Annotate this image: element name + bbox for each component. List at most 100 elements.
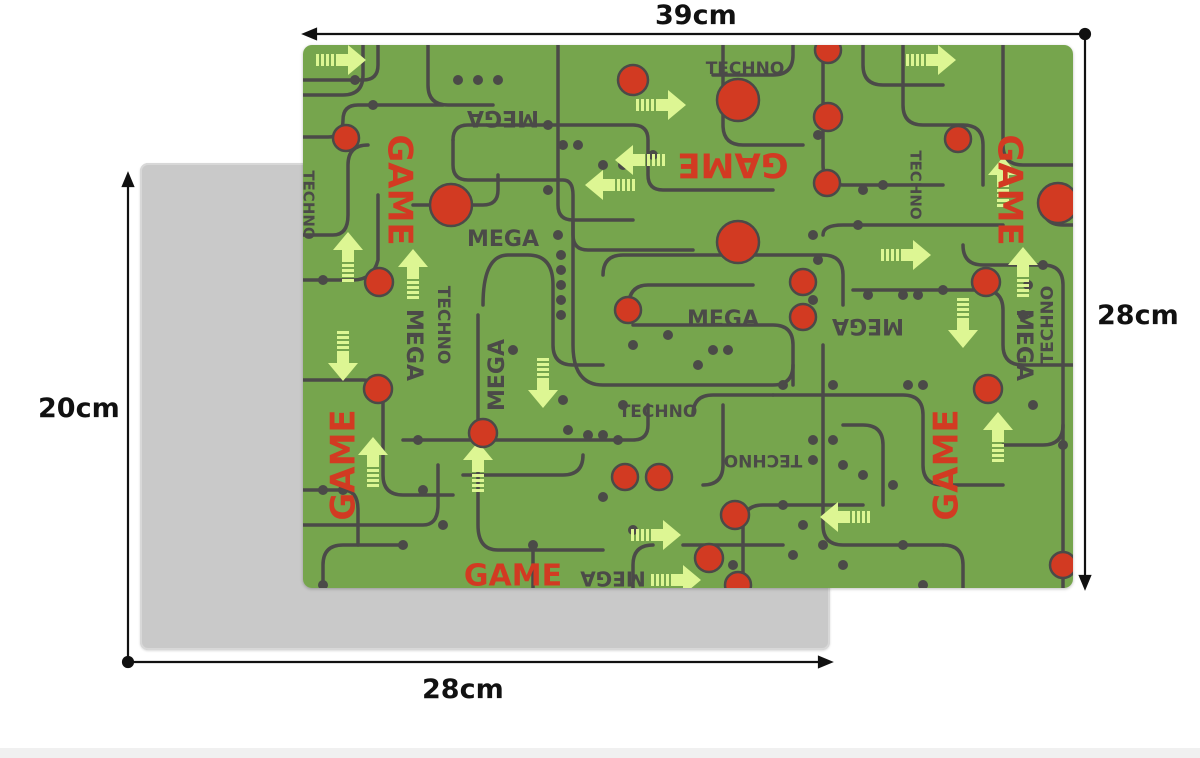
circuit-track: [841, 423, 885, 507]
track-dot: [918, 380, 928, 390]
track-dot: [693, 360, 703, 370]
circuit-track: [711, 45, 795, 77]
circuit-track: [941, 543, 965, 588]
circuit-track: [451, 138, 695, 252]
track-dot: [453, 75, 463, 85]
track-dot: [413, 435, 423, 445]
track-dot: [938, 285, 948, 295]
circuit-track: [861, 45, 945, 87]
arrow-icon: [651, 565, 701, 588]
circle-node-icon: [610, 462, 640, 492]
track-dot: [898, 540, 908, 550]
top-width-label: 39cm: [655, 0, 737, 31]
circle-node-icon: [719, 499, 751, 531]
arrow-icon: [463, 442, 493, 492]
pattern-word: GAME: [464, 559, 562, 589]
circle-node-icon: [616, 63, 650, 97]
track-dot: [808, 295, 818, 305]
pattern-word: TECHNO: [619, 402, 698, 422]
track-dot: [808, 435, 818, 445]
circuit-track: [901, 45, 985, 187]
track-dot: [438, 520, 448, 530]
circuit-track: [1001, 423, 1065, 447]
track-dot: [788, 550, 798, 560]
pattern-word: MEGA: [580, 567, 646, 589]
track-dot: [543, 120, 553, 130]
bottom-width-label: 28cm: [422, 674, 504, 705]
track-dot: [858, 470, 868, 480]
track-dot: [888, 480, 898, 490]
track-dot: [813, 130, 823, 140]
arrow-icon: [631, 520, 681, 550]
track-dot: [528, 540, 538, 550]
pattern-word: TECHNO: [724, 450, 803, 470]
circuit-track: [821, 223, 1005, 237]
track-dot: [1058, 440, 1068, 450]
right-height-label: 28cm: [1097, 300, 1179, 331]
circuit-track: [771, 393, 1005, 487]
track-dot: [853, 220, 863, 230]
track-dot: [1028, 400, 1038, 410]
pattern-word: MEGA: [832, 313, 904, 338]
pattern-word: MEGA: [485, 339, 510, 411]
arrow-icon: [358, 437, 388, 487]
circuit-track: [571, 218, 795, 387]
left-height-label: 20cm: [38, 393, 120, 424]
circle-node-icon: [613, 295, 643, 325]
circuit-track: [631, 323, 795, 387]
arrow-icon: [1008, 247, 1038, 297]
track-dot: [808, 455, 818, 465]
track-dot: [563, 425, 573, 435]
pattern-word: GAME: [990, 134, 1030, 245]
circle-node-icon: [812, 168, 842, 198]
circuit-track: [601, 253, 845, 307]
arrow-icon: [528, 358, 558, 408]
track-dot: [553, 230, 563, 240]
pattern-word: MEGA: [1011, 309, 1036, 381]
track-dot: [878, 180, 888, 190]
track-dot: [556, 295, 566, 305]
track-dot: [708, 345, 718, 355]
arrow-icon: [316, 45, 366, 75]
circuit-track: [321, 543, 405, 588]
circuit-track: [476, 313, 605, 552]
track-dot: [913, 290, 923, 300]
track-dot: [598, 430, 608, 440]
circle-node-icon: [693, 542, 725, 574]
circle-node-icon: [813, 45, 843, 65]
circuit-track: [701, 403, 725, 487]
circuit-track: [631, 543, 655, 588]
track-dot: [556, 280, 566, 290]
arrow-icon: [988, 157, 1018, 207]
bottom-strip: [0, 748, 1200, 758]
circle-node-icon: [1048, 550, 1073, 580]
track-dot: [723, 345, 733, 355]
track-dot: [663, 330, 673, 340]
arrow-icon: [636, 90, 686, 120]
arrow-icon: [398, 249, 428, 299]
track-dot: [508, 345, 518, 355]
track-dot: [598, 160, 608, 170]
circle-node-icon: [788, 267, 818, 297]
circuit-track: [721, 45, 805, 147]
track-dot: [473, 75, 483, 85]
arrow-icon: [881, 240, 931, 270]
track-dot: [556, 310, 566, 320]
pattern-word: GAME: [380, 134, 420, 245]
circle-node-icon: [943, 124, 973, 154]
circuit-track: [451, 123, 775, 192]
arrow-icon: [615, 145, 665, 175]
circle-node-icon: [723, 570, 753, 588]
circle-node-icon: [715, 219, 761, 265]
circuit-track: [303, 45, 380, 82]
track-dot: [338, 485, 348, 495]
track-dot: [598, 492, 608, 502]
track-dot: [778, 500, 788, 510]
pattern-word: GAME: [677, 145, 788, 185]
circle-node-icon: [467, 417, 499, 449]
track-dot: [903, 380, 913, 390]
track-dot: [573, 140, 583, 150]
